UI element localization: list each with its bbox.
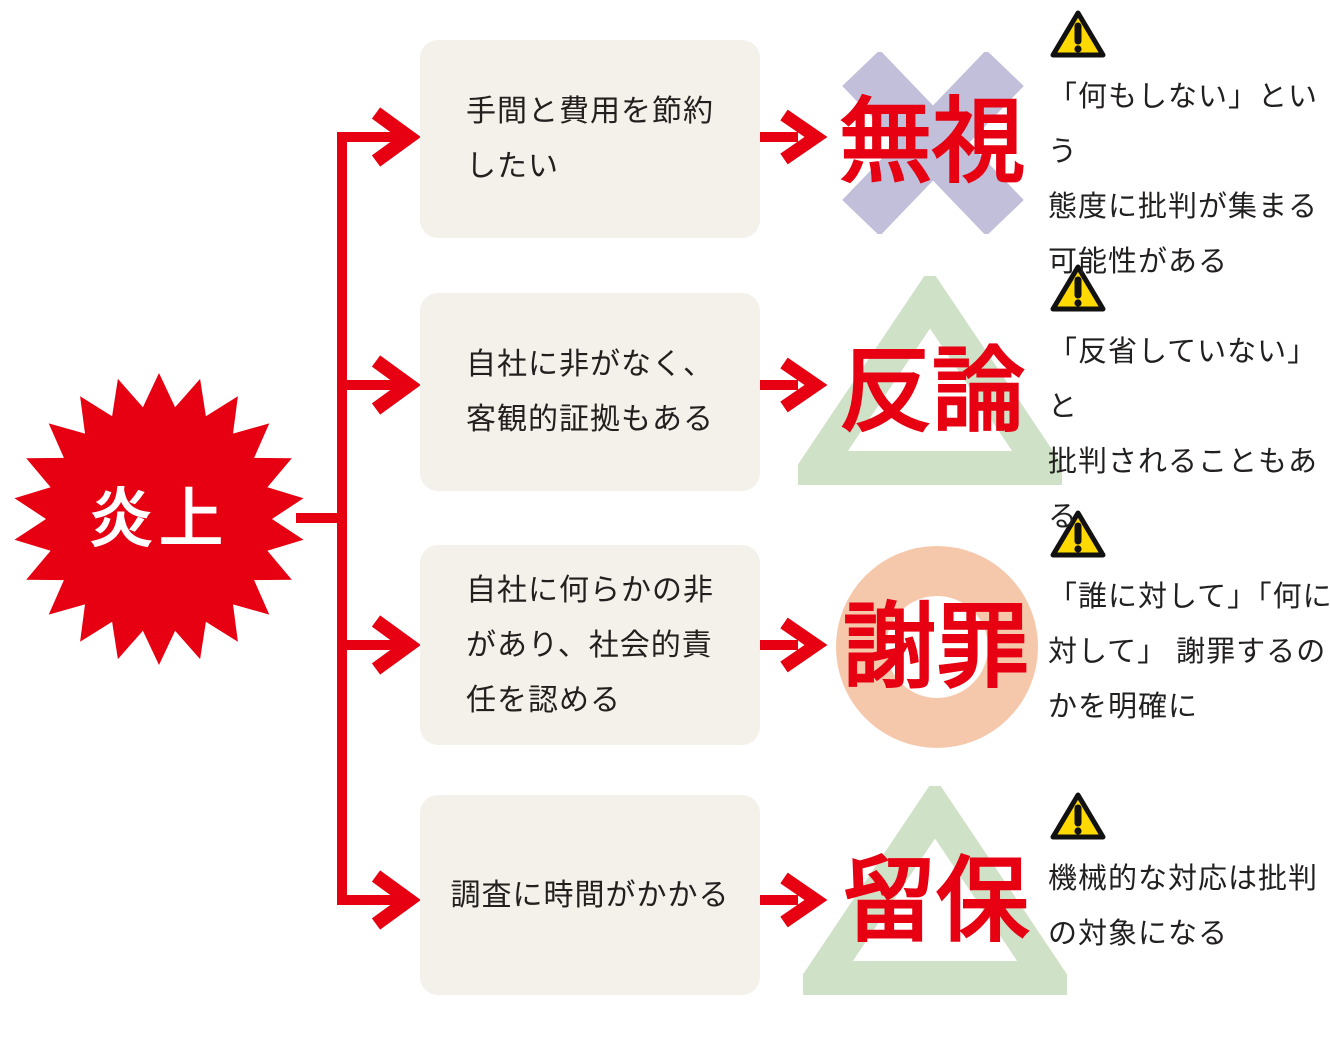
condition-text-3: 自社に何らかの非 があり、社会的責 任を認める bbox=[466, 573, 714, 717]
warning-icon bbox=[1050, 792, 1106, 840]
warning-icon bbox=[1050, 264, 1106, 312]
action-word-ignore: 無視 bbox=[839, 87, 1025, 196]
condition-text-4: 調査に時間がかかる bbox=[450, 878, 730, 912]
center-node-label: 炎上 bbox=[89, 483, 229, 555]
caution-text-3: 「誰に対して」「何に 対して」 謝罪するの かを明確に bbox=[1048, 581, 1330, 723]
action-word-rebut: 反論 bbox=[839, 336, 1025, 445]
starburst-shape bbox=[14, 373, 304, 665]
condition-box-4: 調査に時間がかかる bbox=[420, 795, 760, 995]
warning-icon bbox=[1050, 510, 1106, 558]
caution-text-1: 「何もしない」という 態度に批判が集まる 可能性がある bbox=[1048, 81, 1319, 278]
caution-text-4: 機械的な対応は批判 の対象になる bbox=[1048, 863, 1319, 950]
condition-text-2: 自社に非がなく、 客観的証拠もある bbox=[466, 348, 714, 436]
condition-box-1: 手間と費用を節約 したい bbox=[420, 40, 760, 238]
warning-icon bbox=[1050, 10, 1106, 58]
condition-box-2: 自社に非がなく、 客観的証拠もある bbox=[420, 293, 760, 491]
center-node: 炎上 bbox=[12, 372, 306, 666]
caution-text-2: 「反省していない」と 批判されることもあ る bbox=[1048, 336, 1319, 533]
condition-box-3: 自社に何らかの非 があり、社会的責 任を認める bbox=[420, 545, 760, 745]
condition-text-1: 手間と費用を節約 したい bbox=[466, 95, 714, 183]
action-word-reserve: 留保 bbox=[843, 846, 1029, 955]
action-word-apologize: 謝罪 bbox=[843, 592, 1029, 701]
